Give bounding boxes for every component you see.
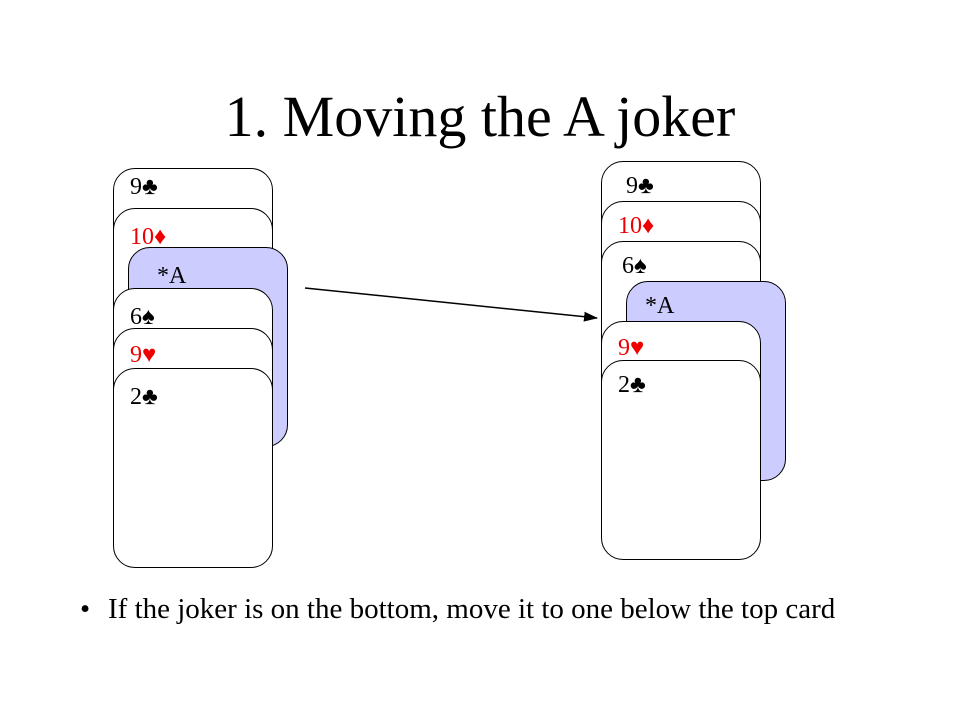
card-label: 9♥ <box>618 335 645 361</box>
bullet-text: If the joker is on the bottom, move it t… <box>108 593 836 625</box>
card-label: 6♠ <box>130 304 155 330</box>
card-label: 9♣ <box>130 174 158 200</box>
card-label: *A <box>157 263 187 289</box>
card-label: 6♠ <box>622 253 647 279</box>
card-label: 9♣ <box>626 173 654 199</box>
card-label: 10♦ <box>130 224 167 250</box>
card-label: 10♦ <box>618 213 655 239</box>
slide-title: 1. Moving the A joker <box>224 84 736 149</box>
bullet-dot: • <box>80 593 91 625</box>
card-2-clubs: 2♣ <box>601 360 761 560</box>
card-label: *A <box>645 293 675 319</box>
card-label: 2♣ <box>618 372 646 398</box>
card-2-clubs: 2♣ <box>113 368 273 568</box>
card-label: 2♣ <box>130 384 158 410</box>
card-label: 9♥ <box>130 342 157 368</box>
